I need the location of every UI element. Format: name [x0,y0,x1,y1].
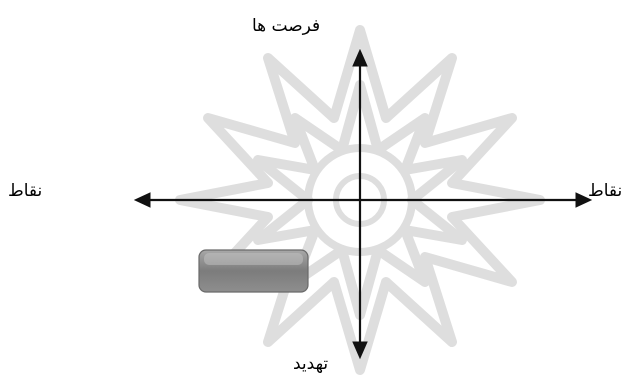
label-left: نقاط [8,183,42,200]
label-right: نقاط [588,183,622,200]
label-opportunities: فرصت ها [252,18,320,35]
label-threats: تهدید [293,356,328,373]
left-arrowhead-icon [135,193,150,207]
